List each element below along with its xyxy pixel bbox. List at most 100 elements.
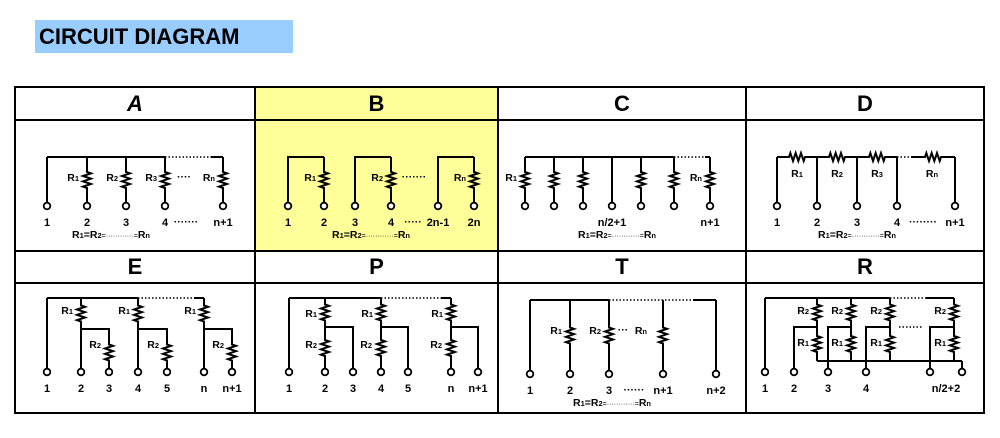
equation-label: R1=R2=············=Rn — [332, 229, 410, 241]
resistor-label: Rn — [203, 172, 216, 184]
terminal-icon — [578, 201, 588, 211]
resistor-icon — [777, 149, 817, 165]
terminal-icon — [133, 367, 143, 377]
resistor-icon — [882, 298, 898, 327]
label: 1 — [44, 383, 50, 395]
resistor-icon — [575, 157, 591, 203]
label: n+1 — [213, 217, 232, 229]
terminal-icon — [950, 201, 960, 211]
label: 3 — [352, 217, 358, 229]
terminal-icon — [104, 367, 114, 377]
resistor-label: Rn — [454, 172, 467, 184]
resistor-label: R3 — [871, 168, 883, 180]
resistor-icon — [843, 298, 859, 327]
resistor-label: R2 — [430, 339, 442, 351]
label: ········ — [909, 216, 937, 228]
resistor-label: R2 — [212, 339, 224, 351]
label: 4 — [388, 217, 395, 229]
resistor-icon — [443, 298, 459, 327]
resistor-label: R2 — [589, 325, 601, 337]
label: 1 — [44, 217, 50, 229]
label: 2 — [78, 383, 84, 395]
header-p: P — [256, 252, 499, 284]
wire — [793, 326, 817, 369]
terminal-icon — [376, 367, 386, 377]
label: 3 — [350, 383, 356, 395]
wire — [451, 326, 479, 369]
label: 2 — [567, 385, 573, 397]
label: 4 — [135, 383, 142, 395]
label: 2 — [814, 217, 820, 229]
label: 4 — [894, 217, 901, 229]
resistor-icon — [809, 327, 825, 361]
terminal-icon — [218, 201, 228, 211]
resistor-label: R2 — [305, 339, 317, 351]
resistor-icon — [317, 298, 333, 327]
resistor-icon — [601, 300, 617, 371]
wire — [865, 326, 890, 369]
terminal-icon — [925, 367, 935, 377]
equation-label: R1=R2=············=Rn — [72, 229, 150, 241]
resistor-label: R1 — [797, 337, 809, 349]
label: n+1 — [653, 385, 672, 397]
resistor-label: R3 — [145, 172, 157, 184]
resistor-label: R2 — [89, 339, 101, 351]
resistor-icon — [118, 157, 134, 203]
terminal-icon — [121, 201, 131, 211]
resistor-label: R2 — [831, 168, 843, 180]
label: n+1 — [222, 383, 241, 395]
wire — [287, 156, 324, 203]
resistor-label: R1 — [67, 172, 79, 184]
resistor-label: R2 — [831, 305, 843, 317]
wire — [325, 326, 354, 369]
terminal-icon — [42, 367, 52, 377]
terminal-icon — [892, 201, 902, 211]
label: ····· — [404, 216, 421, 228]
terminal-icon — [636, 201, 646, 211]
resistor-icon — [946, 298, 962, 327]
resistor-icon — [562, 300, 578, 371]
terminal-icon — [42, 201, 52, 211]
label: n+1 — [700, 217, 719, 229]
resistor-icon — [666, 157, 682, 203]
wire — [929, 326, 954, 369]
terminal-icon — [607, 201, 617, 211]
label: 4 — [378, 383, 385, 395]
terminal-icon — [283, 201, 293, 211]
label: 1 — [527, 385, 533, 397]
terminal-icon — [319, 201, 329, 211]
resistor-icon — [157, 157, 173, 203]
label: ··· — [618, 324, 629, 336]
equation-label: R1=R2=············=Rn — [578, 229, 656, 241]
resistor-icon — [159, 336, 175, 369]
label: 2 — [322, 383, 328, 395]
label: n+1 — [468, 383, 487, 395]
resistor-icon — [843, 327, 859, 361]
resistor-icon — [224, 336, 240, 369]
resistor-icon — [383, 157, 399, 203]
header-a: A — [16, 88, 256, 121]
resistor-label: R2 — [797, 305, 809, 317]
label: n+2 — [706, 385, 725, 397]
equation-label: R1=R2=············=Rn — [573, 397, 651, 409]
wire — [81, 328, 110, 336]
resistor-icon — [215, 157, 231, 203]
resistor-label: R1 — [831, 337, 843, 349]
terminal-icon — [957, 367, 967, 377]
terminal-icon — [199, 367, 209, 377]
label: 4 — [863, 383, 870, 395]
resistor-label: R2 — [870, 305, 882, 317]
resistor-icon — [73, 298, 89, 329]
wire — [381, 326, 409, 369]
resistor-icon — [911, 149, 955, 165]
terminal-icon — [160, 201, 170, 211]
